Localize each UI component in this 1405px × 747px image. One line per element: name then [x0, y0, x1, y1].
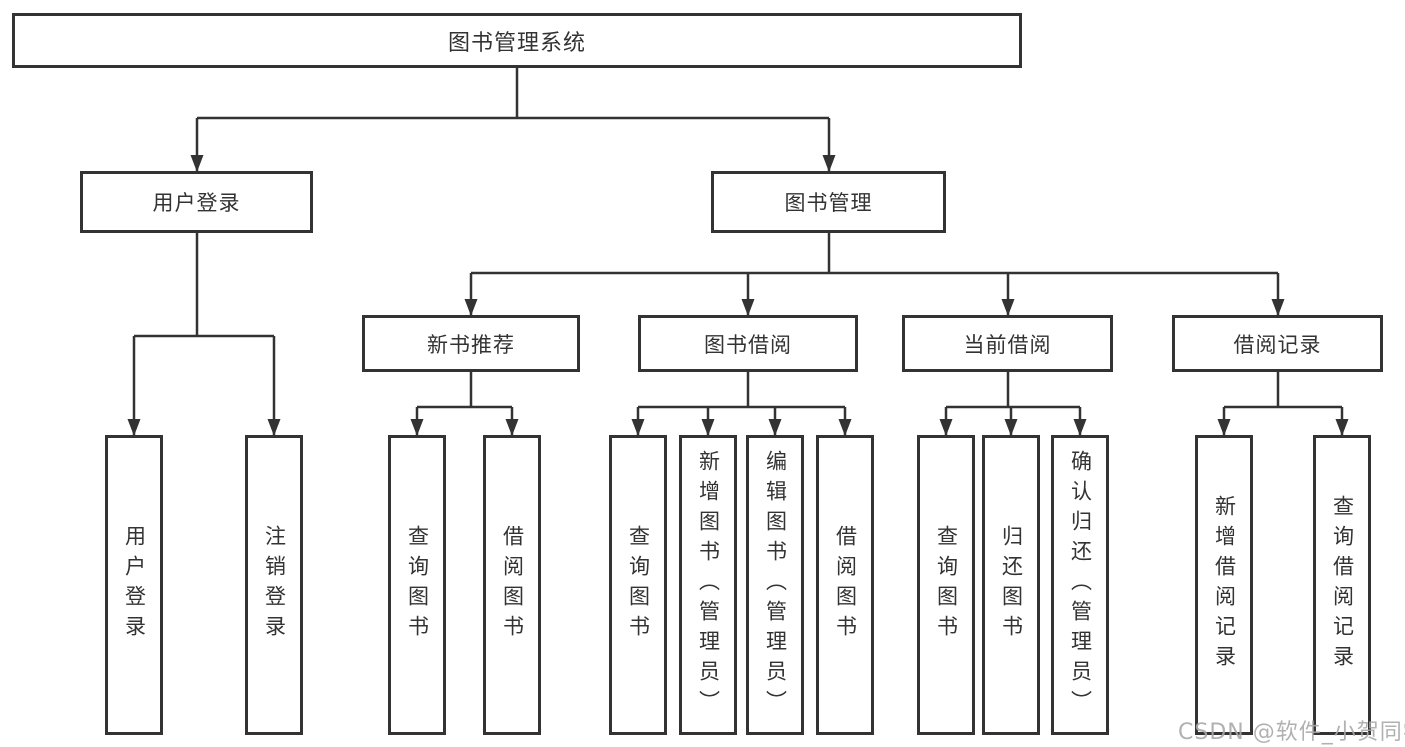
leaf-query-books-2-label: 查询图书: [626, 525, 651, 645]
leaf-borrow-books-1: 借阅图书: [483, 435, 541, 735]
leaf-confirm-return-admin-label: 确认归还（管理员）: [1068, 450, 1093, 720]
leaf-logout-label: 注销登录: [262, 525, 287, 645]
leaf-confirm-return-admin: 确认归还（管理员）: [1051, 435, 1109, 735]
node-book-management: 图书管理: [711, 171, 946, 233]
csdn-watermark: CSDN @软件_小贺同学: [1178, 720, 1405, 745]
leaf-query-books-2: 查询图书: [609, 435, 667, 735]
leaf-add-borrow-record: 新增借阅记录: [1195, 435, 1253, 735]
node-book-borrowing: 图书借阅: [638, 315, 858, 372]
node-borrowing-records: 借阅记录: [1172, 315, 1383, 372]
leaf-return-books-label: 归还图书: [999, 525, 1024, 645]
leaf-query-borrow-record-label: 查询借阅记录: [1330, 495, 1355, 675]
leaf-add-book-admin: 新增图书（管理员）: [679, 435, 737, 735]
leaf-add-borrow-record-label: 新增借阅记录: [1212, 495, 1237, 675]
leaf-borrow-books-2: 借阅图书: [816, 435, 874, 735]
node-current-borrowing: 当前借阅: [902, 315, 1113, 372]
leaf-query-books-3-label: 查询图书: [934, 525, 959, 645]
node-new-book-recommend: 新书推荐: [362, 315, 580, 372]
leaf-user-login-label: 用户登录: [122, 525, 147, 645]
leaf-edit-book-admin-label: 编辑图书（管理员）: [763, 450, 788, 720]
leaf-borrow-books-2-label: 借阅图书: [833, 525, 858, 645]
node-user-login: 用户登录: [80, 171, 313, 233]
leaf-query-books-1-label: 查询图书: [405, 525, 430, 645]
leaf-logout: 注销登录: [245, 435, 303, 735]
leaf-query-books-3: 查询图书: [917, 435, 975, 735]
leaf-edit-book-admin: 编辑图书（管理员）: [746, 435, 804, 735]
leaf-user-login: 用户登录: [105, 435, 163, 735]
node-library-system: 图书管理系统: [12, 13, 1022, 68]
leaf-add-book-admin-label: 新增图书（管理员）: [696, 450, 721, 720]
leaf-return-books: 归还图书: [982, 435, 1040, 735]
leaf-query-borrow-record: 查询借阅记录: [1313, 435, 1371, 735]
leaf-borrow-books-1-label: 借阅图书: [500, 525, 525, 645]
leaf-query-books-1: 查询图书: [388, 435, 446, 735]
